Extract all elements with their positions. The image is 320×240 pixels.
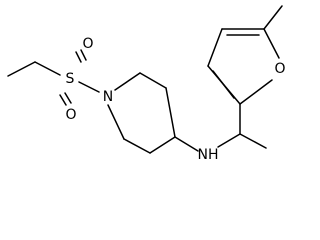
bond-furan-c5-o [263,28,280,59]
bond-s-o-upper-b [80,49,87,61]
bond-s-o-upper-a [75,51,82,63]
bond-nh-ch [217,133,241,148]
atom-label-amine-nitrogen: NH [198,147,219,163]
bond-ring-c2-c3 [139,72,167,89]
bond-ethyl-ch3-ch2 [7,61,36,77]
atom-label-sulfonyl-oxygen-2: O [65,107,76,123]
bond-ring-c6-n [107,104,125,140]
bond-s-o-lower-a [59,94,67,106]
atom-label-furan-oxygen: O [274,61,285,77]
bond-ring-c3-c4 [165,87,176,138]
bond-ring-n-c2 [114,72,141,91]
bond-furan-o-c2 [239,79,273,105]
atom-label-piperidine-nitrogen: N [103,89,113,105]
bond-c4-nh [174,136,199,152]
molecule-structure: S O O N NH O [7,5,286,163]
atom-label-sulfonyl-oxygen-1: O [82,36,93,52]
bond-ring-c5-c6 [123,138,151,154]
atom-label-sulfur: S [66,71,75,87]
bond-furan-c5-methyl [263,5,283,30]
bond-ethyl-ch2-s [34,61,61,76]
bond-s-o-lower-b [64,92,72,104]
bond-ring-c4-c5 [149,136,176,154]
bond-s-n [78,81,100,93]
bond-furan-c3-c4 [207,28,223,67]
bond-ch-methyl [239,133,267,149]
bond-furan-c2-c3-inner [212,70,235,99]
